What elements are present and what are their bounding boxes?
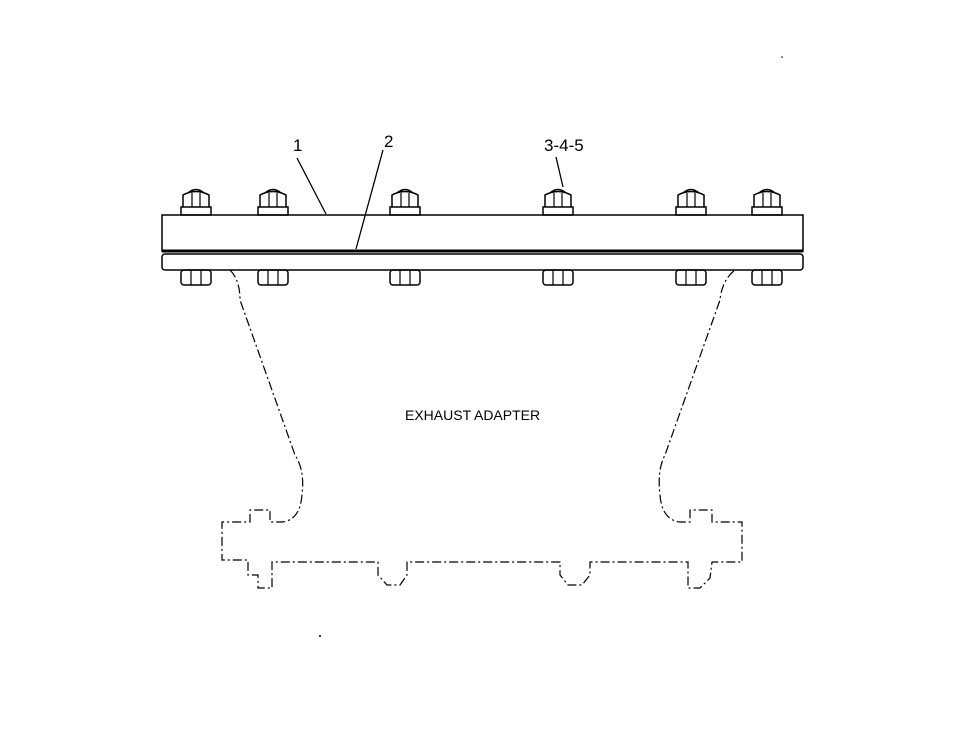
bottom-nut [389, 269, 421, 286]
callout-2: 2 [384, 132, 393, 151]
flange-plate [161, 214, 804, 271]
bottom-nut [257, 269, 289, 286]
leader-line-345 [555, 156, 564, 188]
top-nut [257, 188, 289, 216]
top-nuts [180, 188, 783, 216]
speck [781, 56, 783, 58]
speck [319, 635, 321, 637]
caption-exhaust-adapter: EXHAUST ADAPTER [405, 407, 540, 423]
bottom-nut [675, 269, 707, 286]
top-nut [389, 188, 421, 216]
callout-3-4-5: 3-4-5 [544, 136, 584, 155]
bottom-nuts [180, 269, 783, 286]
top-nut [180, 188, 212, 216]
flange-lower [161, 253, 804, 271]
bottom-nut [751, 269, 783, 286]
top-nut [751, 188, 783, 216]
top-nut [542, 188, 574, 216]
callout-1: 1 [293, 136, 302, 155]
leader-line-2 [355, 149, 384, 250]
bottom-nut [180, 269, 212, 286]
adapter-outline [221, 269, 743, 589]
bottom-nut [542, 269, 574, 286]
flange-upper [161, 214, 804, 252]
leader-line-1 [296, 157, 327, 215]
top-nut [675, 188, 707, 216]
